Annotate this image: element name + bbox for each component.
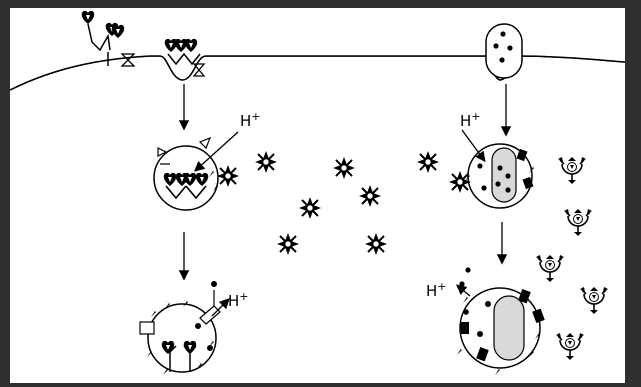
proton-arrow-right-bottom bbox=[456, 284, 471, 297]
outer-top-strip bbox=[0, 0, 641, 8]
proton-label-right-bottom: H+ bbox=[426, 280, 447, 300]
proton-arrow-right bbox=[461, 129, 486, 163]
proton-label-right-mid: H+ bbox=[460, 110, 481, 130]
left-frame bbox=[0, 0, 10, 383]
fluid-phase-vesicle bbox=[485, 23, 523, 79]
right-frame bbox=[625, 0, 641, 383]
surface-receptor-complex bbox=[81, 10, 136, 67]
proton-arrow-left bbox=[194, 131, 239, 172]
late-endosome-right bbox=[456, 267, 545, 375]
coated-pit-left bbox=[164, 38, 206, 77]
proton-arrow-left-bottom bbox=[211, 298, 230, 317]
proton-label-left-mid: H+ bbox=[240, 110, 261, 130]
outside-fill bbox=[10, 8, 625, 90]
proton-label-left-bottom: H+ bbox=[228, 290, 249, 310]
late-endosome-left bbox=[139, 281, 221, 375]
